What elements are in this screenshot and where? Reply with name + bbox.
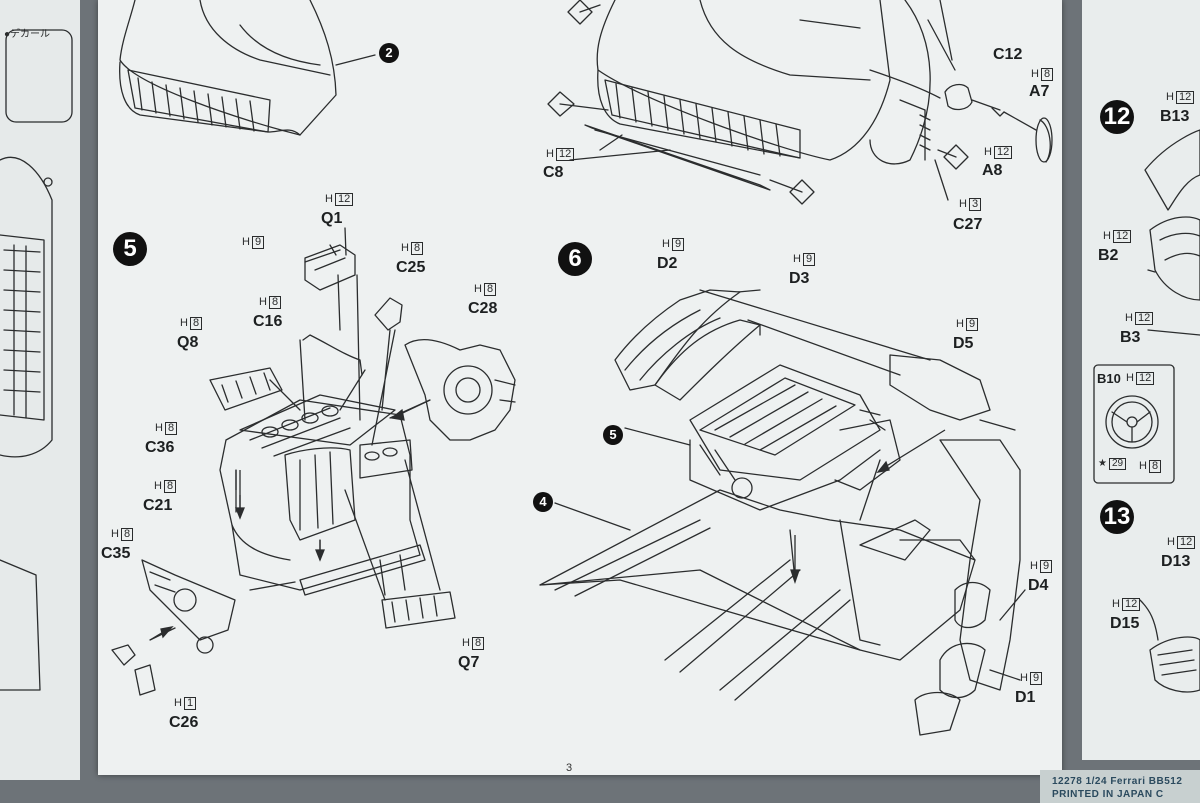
part-label-c26: C26 [169, 714, 199, 731]
part-label-c27: C27 [953, 216, 983, 233]
decal-note: ●デカール [4, 29, 51, 40]
step-2-marker: 2 [379, 43, 399, 63]
part-label-d2: D2 [657, 255, 678, 272]
part-label-q8: Q8 [177, 334, 199, 351]
part-label-a7: A7 [1029, 83, 1050, 100]
part-label-b2: B2 [1098, 247, 1119, 264]
step6-engine-drawing [539, 289, 1026, 736]
part-label-d5: D5 [953, 335, 974, 352]
footer-line-1: 12278 1/24 Ferrari BB512 [1052, 776, 1183, 787]
step-6-marker: 6 [558, 242, 592, 276]
footer-line-2: PRINTED IN JAPAN C [1052, 789, 1164, 800]
step-5-marker: 5 [113, 232, 147, 266]
engine-cover-drawing [547, 0, 1053, 205]
part-label-q1: Q1 [321, 210, 343, 227]
step-13-marker: 13 [1100, 500, 1134, 534]
box-edge [1040, 770, 1200, 803]
part-label-d3: D3 [789, 270, 810, 287]
step-12-marker: 12 [1100, 100, 1134, 134]
part-label-c36: C36 [145, 439, 175, 456]
wheel-box-code: B10 [1097, 371, 1121, 386]
part-label-a8: A8 [982, 162, 1003, 179]
part-label-d1: D1 [1015, 689, 1036, 706]
page-number: 3 [566, 762, 573, 774]
part-label-c28: C28 [468, 300, 498, 317]
instruction-page [98, 0, 1062, 775]
hood-drawing-left [119, 0, 376, 136]
part-label-c25: C25 [396, 259, 426, 276]
wheel-box-decal-number: ★29 [1098, 458, 1127, 470]
part-label-c21: C21 [143, 497, 173, 514]
part-label-b3: B3 [1120, 329, 1141, 346]
part-label-q7: Q7 [458, 654, 480, 671]
part-label-c12: C12 [993, 46, 1023, 63]
left-page-car-drawing [0, 29, 73, 691]
part-label-b13: B13 [1160, 108, 1190, 125]
step5-engine-drawing [111, 227, 516, 696]
part-label-c16: C16 [253, 313, 283, 330]
part-label-c35: C35 [101, 545, 131, 562]
subassembly-4-ref: 4 [533, 492, 553, 512]
part-label-d4: D4 [1028, 577, 1049, 594]
part-label-c8: C8 [543, 164, 564, 181]
right-page-parts-drawing [1093, 129, 1200, 693]
subassembly-5-ref: 5 [603, 425, 623, 445]
part-label-d13: D13 [1161, 553, 1191, 570]
part-label-d15: D15 [1110, 615, 1140, 632]
right-page-edge [1082, 0, 1200, 760]
assembly-arrows [149, 399, 946, 641]
